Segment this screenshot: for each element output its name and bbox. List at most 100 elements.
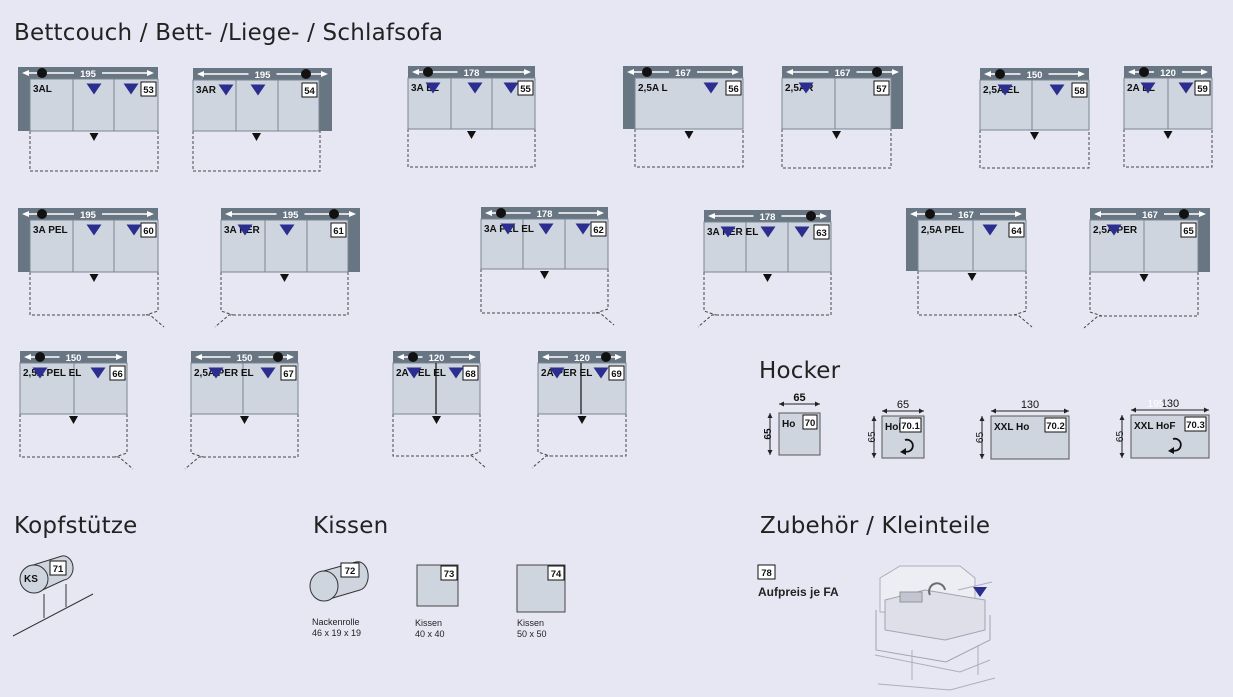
function-dot-icon [37, 209, 47, 219]
kissen-72-name: Nackenrolle [312, 617, 360, 627]
sketch-handle [899, 591, 923, 603]
sketch-floor [877, 677, 996, 691]
sofa-arm-left [18, 208, 30, 272]
dimension-arrow-right-icon [892, 69, 899, 75]
sofa-number-label: 63 [816, 228, 827, 239]
dimension-arrow-right-icon [1015, 211, 1022, 217]
bed-extension-outline [917, 271, 1033, 328]
sofa-arm-right [319, 68, 332, 131]
hocker-width-label: 130 [1021, 399, 1039, 411]
sofa-code-label: 3A PER EL [707, 227, 758, 238]
extension-arrow-icon [684, 131, 694, 139]
function-dot-icon [35, 352, 45, 362]
sofa-number-label: 64 [1011, 226, 1022, 237]
bed-extension-outline [19, 414, 134, 470]
dimension-arrow-left-icon [1128, 69, 1135, 75]
dimension-label-bg [74, 68, 102, 78]
sketch-base [875, 610, 991, 663]
dimension-label-bg [1136, 209, 1164, 219]
sofa-number-label: 68 [465, 369, 476, 380]
bed-extension-outline [184, 414, 299, 470]
bed-extension-outline [392, 414, 487, 469]
dimension-arrow-right-icon [287, 354, 294, 360]
cushion-marker-icon [208, 367, 224, 379]
section-title-kissen: Kissen [313, 513, 389, 539]
cushion-marker-icon [250, 84, 266, 96]
cushion-marker-icon [32, 367, 48, 379]
sofa-seat [781, 77, 892, 130]
hocker-depth-label: 65 [763, 428, 774, 440]
dimension-label-bg [1020, 69, 1049, 79]
hocker-number-box [802, 414, 818, 430]
extension-arrow-icon [89, 133, 99, 141]
dimension-label-bg [568, 352, 596, 362]
rotate-arrow-icon [1171, 437, 1182, 452]
extension-arrow-icon [1163, 131, 1173, 139]
extension-arrow-icon [540, 271, 549, 279]
dimension-arrow-left-icon [1094, 211, 1101, 217]
extension-arrow-icon [467, 131, 476, 139]
dimension-label-bg [457, 67, 486, 77]
sofa-seat [979, 79, 1090, 131]
bed-extension-outline [634, 129, 744, 168]
dimension-arrow-left-icon [225, 211, 232, 217]
dimension-arrow-left-icon [412, 69, 419, 75]
extension-arrow-icon [89, 274, 99, 282]
function-dot-icon [423, 67, 433, 77]
kissen-74-label: Kissen 50 x 50 [517, 618, 547, 640]
dimension-label-bg [422, 352, 451, 362]
cushion-marker-icon [90, 367, 106, 379]
sofa-code-label: 2,5A L [638, 83, 668, 94]
extension-arrow-icon [280, 274, 289, 282]
cushion-marker-icon [448, 367, 464, 379]
cushion-marker-icon [467, 82, 483, 94]
cushion-marker-icon [1106, 224, 1122, 236]
sofa-number-box [301, 82, 318, 98]
kissen-74-size: 50 x 50 [517, 629, 547, 639]
sofa-number-box [140, 81, 157, 97]
cushion-marker-icon [982, 224, 998, 236]
kissen-73-name: Kissen [415, 618, 443, 628]
rotate-arrow-head-icon [900, 448, 906, 455]
dimension-label-bg [230, 352, 259, 362]
dim-arrow-icon [1131, 407, 1136, 413]
rotate-arrow-icon [903, 438, 914, 453]
kissen-number-box [340, 562, 360, 578]
cushion-marker-icon [218, 84, 234, 96]
sofa-width-label: 178 [464, 68, 480, 79]
cushion-marker-icon [86, 83, 102, 95]
function-dot-icon [806, 211, 816, 221]
cushion-marker-icon [1140, 82, 1156, 94]
kissen-72-label: Nackenrolle 46 x 19 x 19 [312, 617, 361, 639]
sofa-number-label: 57 [876, 84, 887, 95]
dimension-arrow-left-icon [708, 213, 715, 219]
sofa-number-box [1071, 82, 1088, 98]
sofa-width-label: 195 [255, 70, 272, 81]
function-dot-icon [408, 352, 418, 362]
dimension-arrow-left-icon [542, 354, 549, 360]
dimension-arrow-left-icon [195, 354, 202, 360]
sofa-width-label: 167 [675, 68, 691, 79]
sofa-number-box [1180, 222, 1197, 238]
bed-extension-outline [1083, 272, 1199, 329]
cushion-marker-icon [703, 82, 719, 94]
sofa-number-box [608, 365, 625, 381]
sofa-width-label: 150 [237, 353, 253, 364]
headrest-end [19, 564, 49, 594]
dimension-arrow-left-icon [984, 71, 991, 77]
sofa-width-label: 195 [80, 69, 97, 80]
sofa-width-label: 120 [1160, 68, 1176, 79]
section-title-zubehoer: Zubehör / Kleinteile [760, 513, 991, 539]
function-dot-icon [1139, 67, 1149, 77]
dim-arrow-icon [991, 408, 996, 414]
sofa-width-label: 120 [429, 353, 445, 364]
sofa-number-box [1008, 222, 1025, 238]
dimension-arrow-right-icon [321, 71, 328, 77]
function-dot-icon [301, 69, 311, 79]
sofa-number-label: 61 [333, 226, 344, 237]
sofa-number-label: 56 [728, 84, 739, 95]
sofa-arm-right [348, 208, 360, 272]
